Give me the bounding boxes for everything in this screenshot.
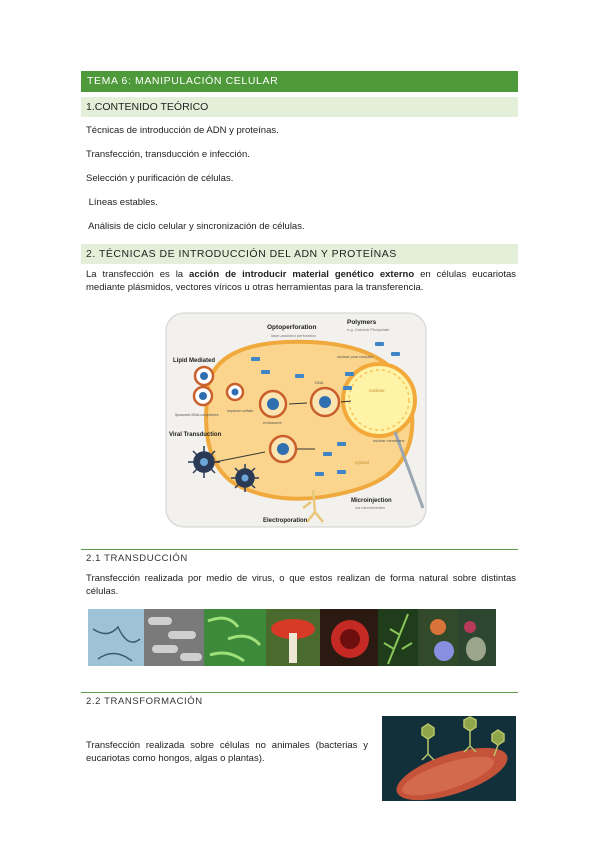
bacteriophage-image [382, 716, 516, 801]
para-text-1: La transfección es la [86, 269, 190, 280]
content-item-2: Transfección, transducción e infección. [86, 149, 250, 160]
label-dna: DNA [315, 380, 324, 385]
content-item-4: Líneas estables. [86, 197, 158, 208]
section-2-2-rule [81, 692, 518, 693]
transfection-methods-diagram: Optoperforation laser-assisted perforati… [165, 312, 427, 528]
transformacion-text: Transfección realizada sobre células no … [86, 740, 368, 764]
section-2-1-rule [81, 549, 518, 550]
para-bold-text: acción de introducir material genético e… [189, 269, 415, 280]
label-nuclear-membrane: nuclear membrane [373, 439, 405, 443]
label-microinjection-sub: via microneedles [355, 505, 385, 510]
section-2-2-heading: 2.2 TRANSFORMACIÓN [86, 696, 203, 707]
nucleus-shape [341, 362, 417, 438]
label-endosome: endosome [263, 420, 282, 425]
label-electroporation: Electroporation [263, 518, 308, 524]
para-text-2: en células eucariotas mediante plásmidos… [86, 269, 516, 293]
virus-2 [231, 464, 259, 492]
section-2-heading: 2. TÉCNICAS DE INTRODUCCIÓN DEL ADN Y PR… [81, 244, 518, 264]
microneedle [393, 431, 425, 509]
transduccion-text: Transfección realizada por medio de viru… [86, 573, 516, 597]
label-heparan: heparan sulfate [227, 409, 253, 413]
label-polymers: Polymers [347, 319, 377, 326]
label-viral-transduction: Viral Transduction [169, 432, 222, 438]
content-item-3: Selección y purificación de células. [86, 173, 234, 184]
label-npc: nuclear pore complex [337, 355, 373, 359]
label-liposome: liposome-DNA complexes [175, 413, 219, 417]
content-item-5: Análisis de ciclo celular y sincronizaci… [86, 221, 305, 232]
photo-fungi-micro [88, 609, 144, 666]
label-lipid-mediated: Lipid Mediated [173, 358, 215, 364]
electroporation-electrode [302, 489, 324, 523]
transfection-paragraph: La transfección es la acción de introduc… [86, 268, 516, 294]
label-optoperforation-sub: laser-assisted perforation [271, 333, 316, 338]
section-2-1-heading: 2.1 TRANSDUCCIÓN [86, 553, 188, 564]
label-polymers-sub: e.g. Calcium Phosphate [347, 327, 390, 332]
content-item-1: Técnicas de introducción de ADN y proteí… [86, 125, 279, 136]
topic-banner: TEMA 6: MANIPULACIÓN CELULAR [81, 71, 518, 92]
phage-2 [463, 716, 477, 753]
label-optoperforation: Optoperforation [267, 324, 316, 331]
microorganisms-photo-strip [88, 609, 496, 666]
phage-3 [491, 729, 505, 757]
label-nucleus: nucleus [369, 388, 385, 393]
label-microinjection: Microinjection [351, 498, 392, 504]
virus-1 [188, 446, 220, 478]
phage-1 [421, 723, 435, 761]
section-1-heading: 1.CONTENIDO TEÓRICO [81, 97, 518, 117]
label-cytosol: cytosol [355, 460, 369, 465]
